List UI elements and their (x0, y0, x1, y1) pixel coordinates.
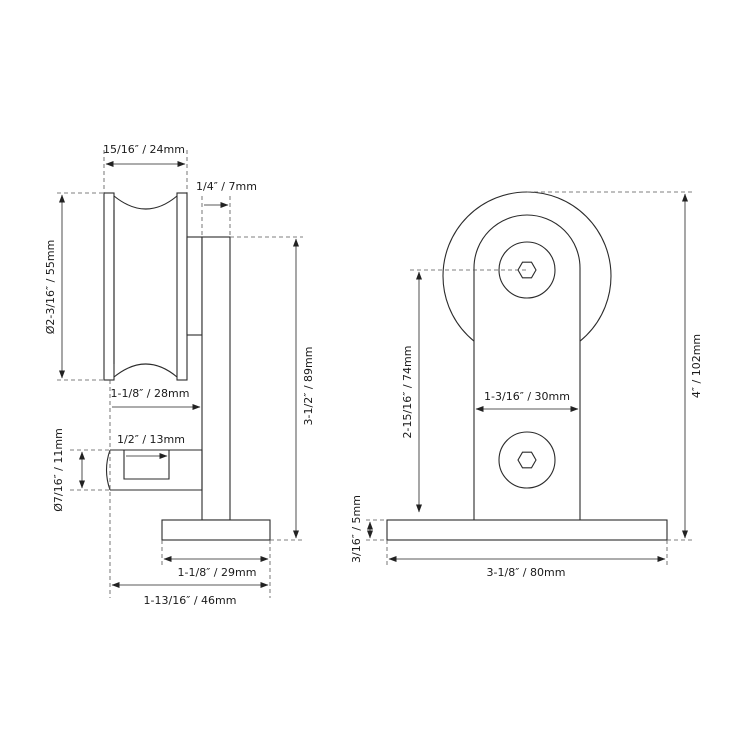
wheel-width-label: 15/16″ / 24mm (103, 143, 185, 156)
side-view: 15/16″ / 24mm 1/4″ / 7mm Ø2-3/16″ / 55mm… (44, 143, 315, 607)
dimension-base-width: 3-1/8″ / 80mm (388, 556, 666, 579)
dimension-side-height: 3-1/2″ / 89mm (293, 238, 315, 539)
lower-bolt (498, 431, 556, 489)
groove-width-label: 1/2″ / 13mm (117, 433, 185, 446)
dimension-bolt-spacing: 2-15/16″ / 74mm (401, 271, 422, 513)
dimension-plate-width: 1-3/16″ / 30mm (475, 390, 579, 412)
dimension-groove-width: 1/2″ / 13mm (117, 433, 185, 459)
base-front (386, 519, 668, 541)
side-height-label: 3-1/2″ / 89mm (302, 347, 315, 426)
wheel-side-profile (103, 192, 188, 381)
dimension-groove-diameter: Ø7/16″ / 11mm (52, 428, 85, 512)
base-depth-label: 1-1/8″ / 29mm (178, 566, 257, 579)
overall-depth-label: 1-13/16″ / 46mm (144, 594, 237, 607)
plate-thickness-label: 1/4″ / 7mm (196, 180, 257, 193)
bolt-spacing-label: 2-15/16″ / 74mm (401, 346, 414, 439)
dimension-axle-length: 1-1/8″ / 28mm (111, 387, 201, 410)
base-thickness-label: 3/16″ / 5mm (350, 495, 363, 563)
wheel-diameter-label: Ø2-3/16″ / 55mm (44, 240, 57, 335)
mounting-plate-side (186, 236, 231, 521)
base-width-label: 3-1/8″ / 80mm (487, 566, 566, 579)
front-view: 2-15/16″ / 74mm 1-3/16″ / 30mm 3/16″ / 5… (350, 191, 703, 579)
overall-height-label: 4″ / 102mm (690, 334, 703, 398)
dimension-overall-depth: 1-13/16″ / 46mm (111, 582, 269, 607)
dimension-wheel-width: 15/16″ / 24mm (103, 143, 186, 167)
plate-width-label: 1-3/16″ / 30mm (484, 390, 570, 403)
front-extension-lines (366, 191, 692, 565)
dimension-wheel-diameter: Ø2-3/16″ / 55mm (44, 194, 65, 379)
hanger-plate-front (473, 214, 581, 521)
dimension-base-depth: 1-1/8″ / 29mm (163, 556, 269, 579)
axle-spacer-side (105, 449, 203, 491)
dimension-plate-thickness: 1/4″ / 7mm (196, 180, 257, 208)
dimension-base-thickness: 3/16″ / 5mm (350, 495, 373, 563)
base-side (161, 519, 271, 541)
groove-diameter-label: Ø7/16″ / 11mm (52, 428, 65, 512)
hex-socket-icon (517, 451, 537, 469)
dimension-overall-height: 4″ / 102mm (682, 193, 703, 539)
side-extension-lines (57, 150, 303, 598)
axle-length-label: 1-1/8″ / 28mm (111, 387, 190, 400)
